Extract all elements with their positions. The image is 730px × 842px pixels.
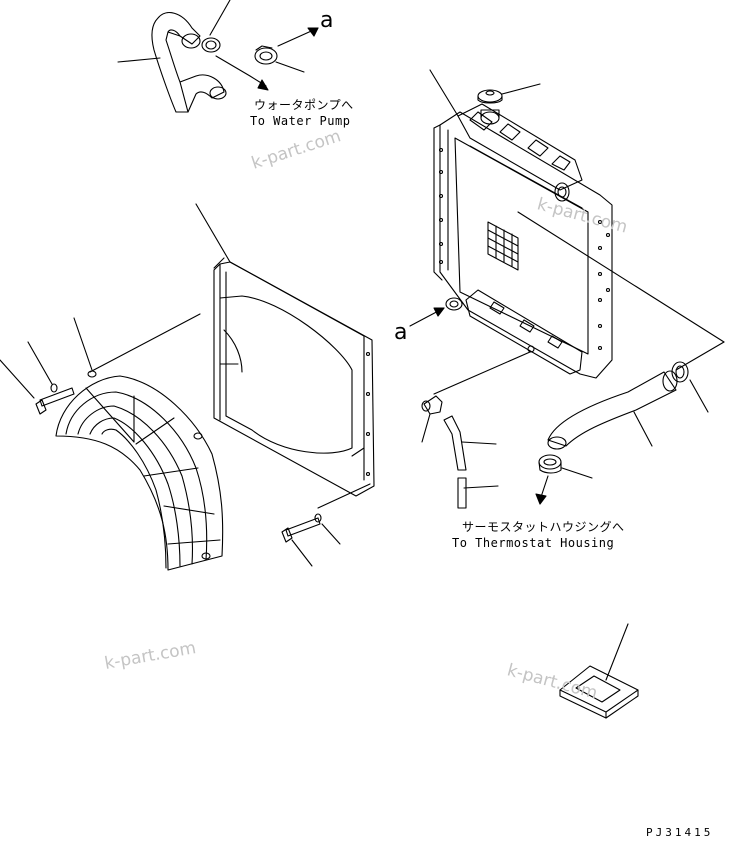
water-pump-label-ja: ウォータポンプへ <box>254 98 354 112</box>
thermostat-label-ja: サーモスタットハウジングへ <box>462 520 625 534</box>
fan-guard <box>55 370 224 571</box>
thermostat-clamp <box>538 454 562 474</box>
ref-line-lower <box>675 341 725 371</box>
leader-drain-tube <box>461 441 497 445</box>
water-pump-label-en: To Water Pump <box>250 114 351 128</box>
radiator-cap <box>477 89 503 104</box>
leader-hose <box>117 57 161 63</box>
ref-line-shroud-lower <box>317 483 371 509</box>
bolt-center <box>281 517 321 543</box>
arrow-head-a-top <box>307 27 319 37</box>
lower-radiator-hose <box>547 370 678 450</box>
leader-drain-cock <box>421 413 431 443</box>
water-pump-hose <box>151 12 227 113</box>
leader-shroud <box>195 203 231 263</box>
washer-center <box>314 513 322 523</box>
drain-tube <box>443 415 467 509</box>
arrow-head-thermostat <box>535 493 547 505</box>
arrow-to-water-pump <box>215 55 267 87</box>
caution-plate <box>559 665 639 719</box>
leader-bolt-center <box>291 539 313 567</box>
leader-cap <box>501 83 541 95</box>
ref-line-upper <box>517 211 725 343</box>
fan-shroud <box>213 257 375 497</box>
ref-line-drain <box>433 351 531 395</box>
arrow-head-water-pump <box>257 79 269 91</box>
leader-fan-guard <box>73 317 93 371</box>
leader-plate <box>605 623 629 681</box>
leader-drain-tube-2 <box>463 485 499 489</box>
leader-lower-hose <box>633 411 653 447</box>
leader-bolt-left <box>0 359 35 399</box>
leader-radiator <box>429 69 459 117</box>
drain-cock <box>421 395 443 415</box>
thermostat-label-en: To Thermostat Housing <box>452 536 615 550</box>
ref-line-shroud <box>89 313 201 373</box>
leader-clamp-lower <box>689 379 709 413</box>
arrow-head-a-left <box>433 307 445 317</box>
hose-clamp-lower <box>671 361 689 383</box>
drawing-code: PJ31415 <box>646 826 714 839</box>
leader-clamp-2 <box>275 61 305 73</box>
radiator-assembly <box>433 103 613 379</box>
leader-clamp-1 <box>209 0 231 36</box>
bolt-left <box>35 387 75 415</box>
leader-thermostat-clamp <box>561 467 593 479</box>
hose-clamp-upper <box>201 37 221 53</box>
ref-letter-a-top: a <box>320 8 334 33</box>
washer-left <box>50 383 58 393</box>
hose-clamp-upper-2 <box>254 45 278 65</box>
leader-washer-center <box>321 523 341 545</box>
leader-washer-left <box>27 341 53 385</box>
ref-letter-a-left: a <box>394 320 408 345</box>
